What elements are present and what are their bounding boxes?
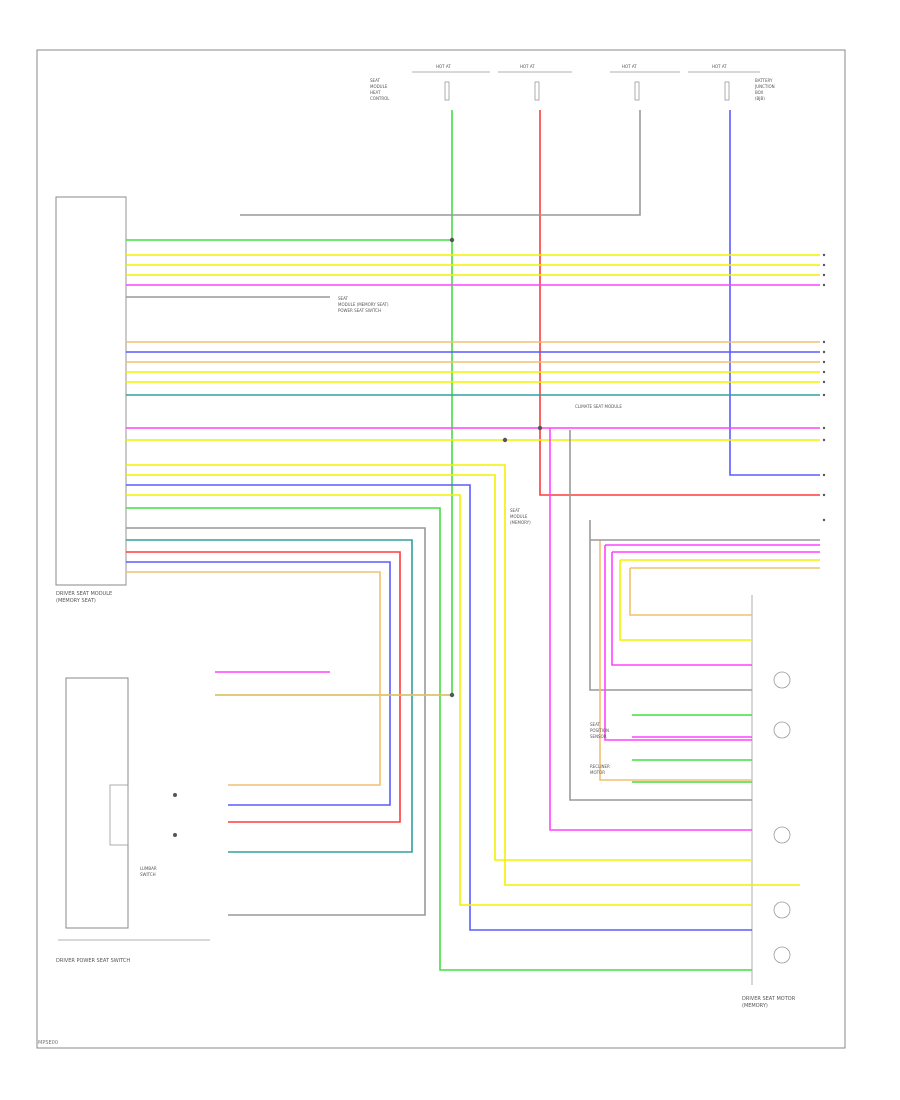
svg-text:SEAT: SEAT bbox=[370, 78, 380, 83]
footer-code: MPSE00 bbox=[38, 1040, 59, 1046]
right-feeders bbox=[549, 428, 820, 831]
svg-text:SWITCH: SWITCH bbox=[140, 872, 156, 877]
svg-text:(MEMORY): (MEMORY) bbox=[742, 1003, 768, 1009]
svg-text:JUNCTION: JUNCTION bbox=[754, 84, 775, 89]
svg-text:(MEMORY): (MEMORY) bbox=[510, 520, 531, 525]
diagram-border bbox=[36, 49, 846, 1049]
pin-markers bbox=[822, 253, 826, 522]
svg-text:BATTERY: BATTERY bbox=[755, 78, 773, 83]
svg-text:SENSOR: SENSOR bbox=[590, 734, 607, 739]
svg-text:HOT AT: HOT AT bbox=[712, 64, 727, 69]
svg-text:HOT AT: HOT AT bbox=[520, 64, 535, 69]
svg-text:RECLINER: RECLINER bbox=[590, 764, 610, 769]
svg-text:(BJB): (BJB) bbox=[755, 96, 765, 101]
svg-text:(MEMORY SEAT): (MEMORY SEAT) bbox=[56, 598, 96, 604]
power-sources: SEAT MODULE HEAT CONTROL BATTERY JUNCTIO… bbox=[370, 64, 775, 101]
svg-text:CONTROL: CONTROL bbox=[370, 96, 390, 101]
svg-text:MOTOR: MOTOR bbox=[590, 770, 605, 775]
svg-text:HOT AT: HOT AT bbox=[622, 64, 637, 69]
harness-wires bbox=[126, 239, 820, 441]
lower-left-switch: DRIVER POWER SEAT SWITCH LUMBAR SWITCH bbox=[56, 677, 210, 964]
annotations: SEAT MODULE (MEMORY SEAT) POWER SEAT SWI… bbox=[338, 296, 622, 775]
svg-text:DRIVER SEAT MOTOR: DRIVER SEAT MOTOR bbox=[742, 996, 796, 1002]
splice-points bbox=[449, 237, 543, 698]
svg-text:BOX: BOX bbox=[755, 90, 764, 95]
svg-text:DRIVER POWER SEAT SWITCH: DRIVER POWER SEAT SWITCH bbox=[56, 958, 130, 964]
trunk-wires bbox=[215, 110, 820, 696]
svg-text:MODULE: MODULE bbox=[370, 84, 388, 89]
left-module: DRIVER SEAT MODULE (MEMORY SEAT) bbox=[55, 196, 127, 604]
svg-text:POWER SEAT SWITCH: POWER SEAT SWITCH bbox=[338, 308, 381, 313]
svg-text:HEAT: HEAT bbox=[370, 90, 381, 95]
svg-text:POSITION: POSITION bbox=[590, 728, 609, 733]
svg-text:HOT AT: HOT AT bbox=[436, 64, 451, 69]
svg-text:CLIMATE SEAT MODULE: CLIMATE SEAT MODULE bbox=[575, 404, 622, 409]
routed-wires bbox=[126, 464, 800, 971]
svg-text:MODULE: MODULE bbox=[510, 514, 528, 519]
svg-text:LUMBAR: LUMBAR bbox=[140, 866, 157, 871]
svg-text:SEAT: SEAT bbox=[510, 508, 520, 513]
svg-text:DRIVER SEAT MODULE: DRIVER SEAT MODULE bbox=[56, 591, 112, 597]
svg-text:MODULE (MEMORY SEAT): MODULE (MEMORY SEAT) bbox=[338, 302, 389, 307]
svg-text:SEAT: SEAT bbox=[590, 722, 600, 727]
right-seat-motor: DRIVER SEAT MOTOR (MEMORY) bbox=[742, 595, 796, 1009]
svg-text:SEAT: SEAT bbox=[338, 296, 348, 301]
